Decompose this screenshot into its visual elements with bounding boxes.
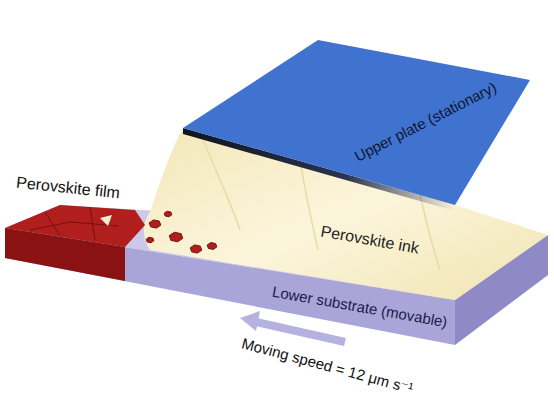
crystal (164, 211, 172, 216)
crystals (146, 211, 217, 253)
film-front (5, 228, 125, 281)
crystal (149, 220, 160, 228)
crystal (190, 245, 201, 253)
film-pinhole (100, 215, 112, 226)
film-grain-boundaries (30, 207, 118, 240)
crystal (207, 243, 217, 250)
upper-plate (183, 40, 530, 205)
motion-arrow-head (240, 311, 260, 331)
motion-arrow-shaft (256, 322, 345, 342)
speed-label: Moving speed = 12 μm s⁻¹ (240, 335, 415, 397)
crystal (169, 232, 182, 242)
film-label: Perovskite film (15, 173, 120, 202)
crystal (146, 237, 154, 242)
